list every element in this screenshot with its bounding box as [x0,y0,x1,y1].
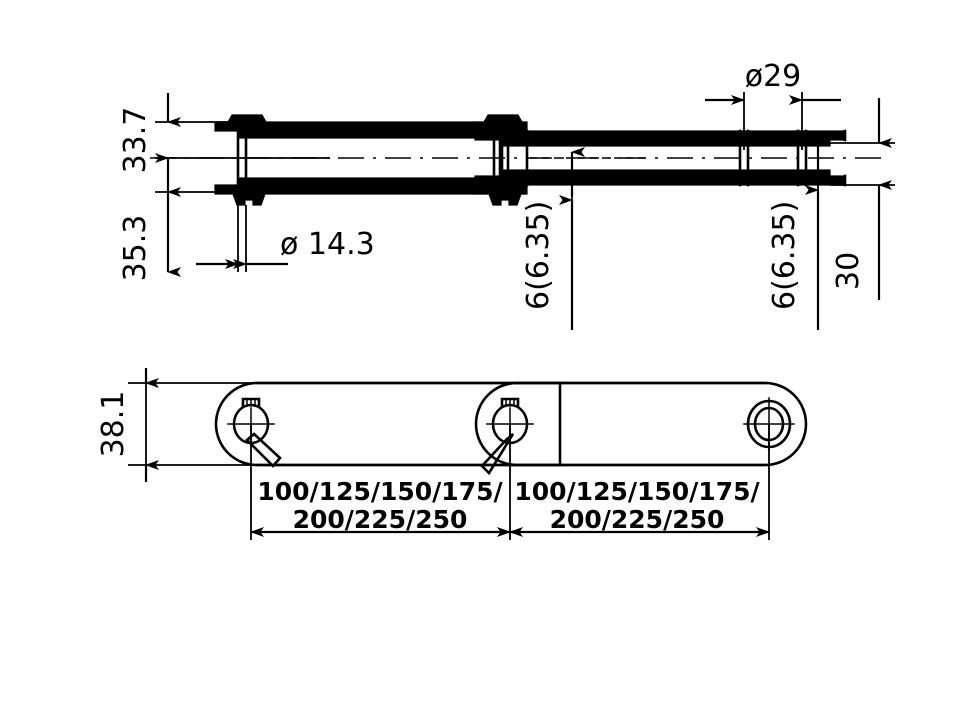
dim-label-pitch-right-line1: 100/125/150/175/ [514,477,760,506]
pin-head-left-top [226,114,268,123]
dim-label-plate-width: 38.1 [96,391,131,458]
dim-label-pitch-right-line2: 200/225/250 [550,505,725,534]
cotter-pin-center-bottom [488,193,522,206]
top-outer-plate-right [474,130,846,141]
plan-view: 100/125/150/175/ 200/225/250 100/125/150… [96,368,808,540]
cotter-pin-left-assembly [227,397,282,468]
bottom-outer-plate-center [471,184,528,195]
cotter-pin-left-bottom [232,193,266,206]
bottom-outer-plate-right [474,175,846,186]
pin-head-center-top [482,114,524,123]
dim-label-pitch-left-line2: 200/225/250 [293,505,468,534]
dim-label-bush-diameter: ø29 [745,59,802,94]
dim-label-thickness-center: 6(6.35) [521,201,556,310]
dim-label-chain-height: 30 [831,252,866,290]
top-inner-plate-right [499,139,831,147]
top-inner-plate-left [237,130,504,139]
cotter-pin-center-assembly [480,397,534,476]
dim-label-33-7: 33.7 [118,107,153,174]
dim-label-thickness-right: 6(6.35) [767,201,802,310]
dim-label-pitch-left-line1: 100/125/150/175/ [257,477,503,506]
dim-label-35-3: 35.3 [118,215,153,282]
dim-label-roller-diameter: ø 14.3 [280,227,375,262]
bottom-inner-plate-right [499,169,831,177]
bottom-inner-plate-left [237,177,504,186]
side-view: 33.7 35.3 ø 14.3 ø29 6(6.35) 6(6.35) [118,59,895,330]
cotter-tail-center [480,433,515,476]
top-outer-plate-center [471,121,528,132]
